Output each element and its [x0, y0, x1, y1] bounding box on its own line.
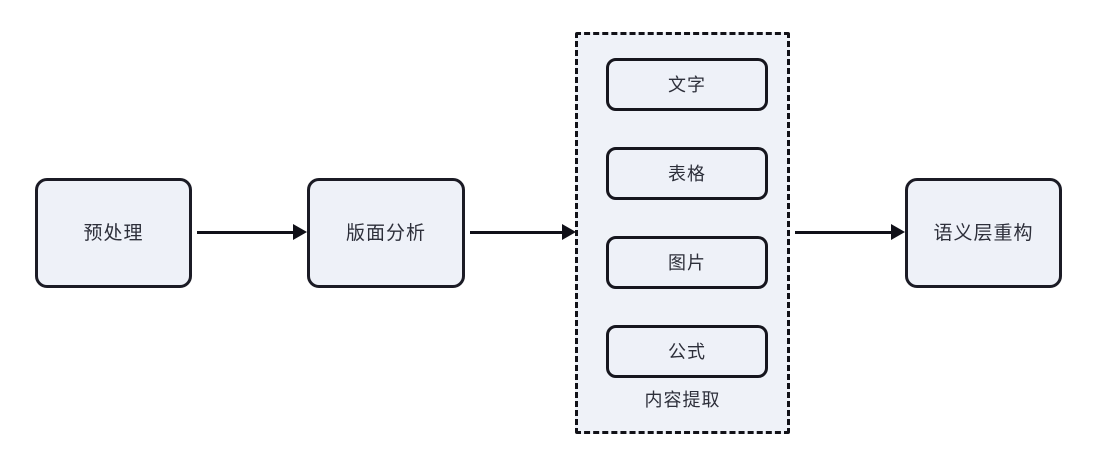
group-caption-content-extraction: 内容提取: [644, 390, 721, 410]
arrow-shaft: [795, 231, 893, 234]
content-item-formula[interactable]: 公式: [606, 325, 768, 378]
arrow-head-icon: [562, 224, 576, 240]
content-item-label-image: 图片: [668, 252, 706, 273]
stage-label-layout-analysis: 版面分析: [345, 222, 426, 244]
content-item-label-text: 文字: [668, 74, 706, 95]
stage-box-layout-analysis[interactable]: 版面分析: [307, 178, 465, 288]
arrow-preprocess-to-layout: [197, 221, 309, 245]
group-content-extraction[interactable]: 文字 表格 图片 公式 内容提取: [575, 32, 790, 434]
stage-box-semantic-reconstruction[interactable]: 语义层重构: [905, 178, 1062, 288]
content-item-label-formula: 公式: [668, 341, 706, 362]
arrow-layout-to-content-extraction: [470, 221, 578, 245]
content-item-text[interactable]: 文字: [606, 58, 768, 111]
arrow-shaft: [197, 231, 295, 234]
stage-label-semantic-reconstruction: 语义层重构: [933, 222, 1034, 244]
arrow-head-icon: [891, 224, 905, 240]
arrow-content-extraction-to-semantic: [795, 221, 907, 245]
arrow-shaft: [470, 231, 564, 234]
content-item-table[interactable]: 表格: [606, 147, 768, 200]
stage-box-preprocess[interactable]: 预处理: [35, 178, 192, 288]
stage-label-preprocess: 预处理: [83, 222, 144, 244]
content-item-label-table: 表格: [668, 163, 706, 184]
content-item-image[interactable]: 图片: [606, 236, 768, 289]
arrow-head-icon: [293, 224, 307, 240]
